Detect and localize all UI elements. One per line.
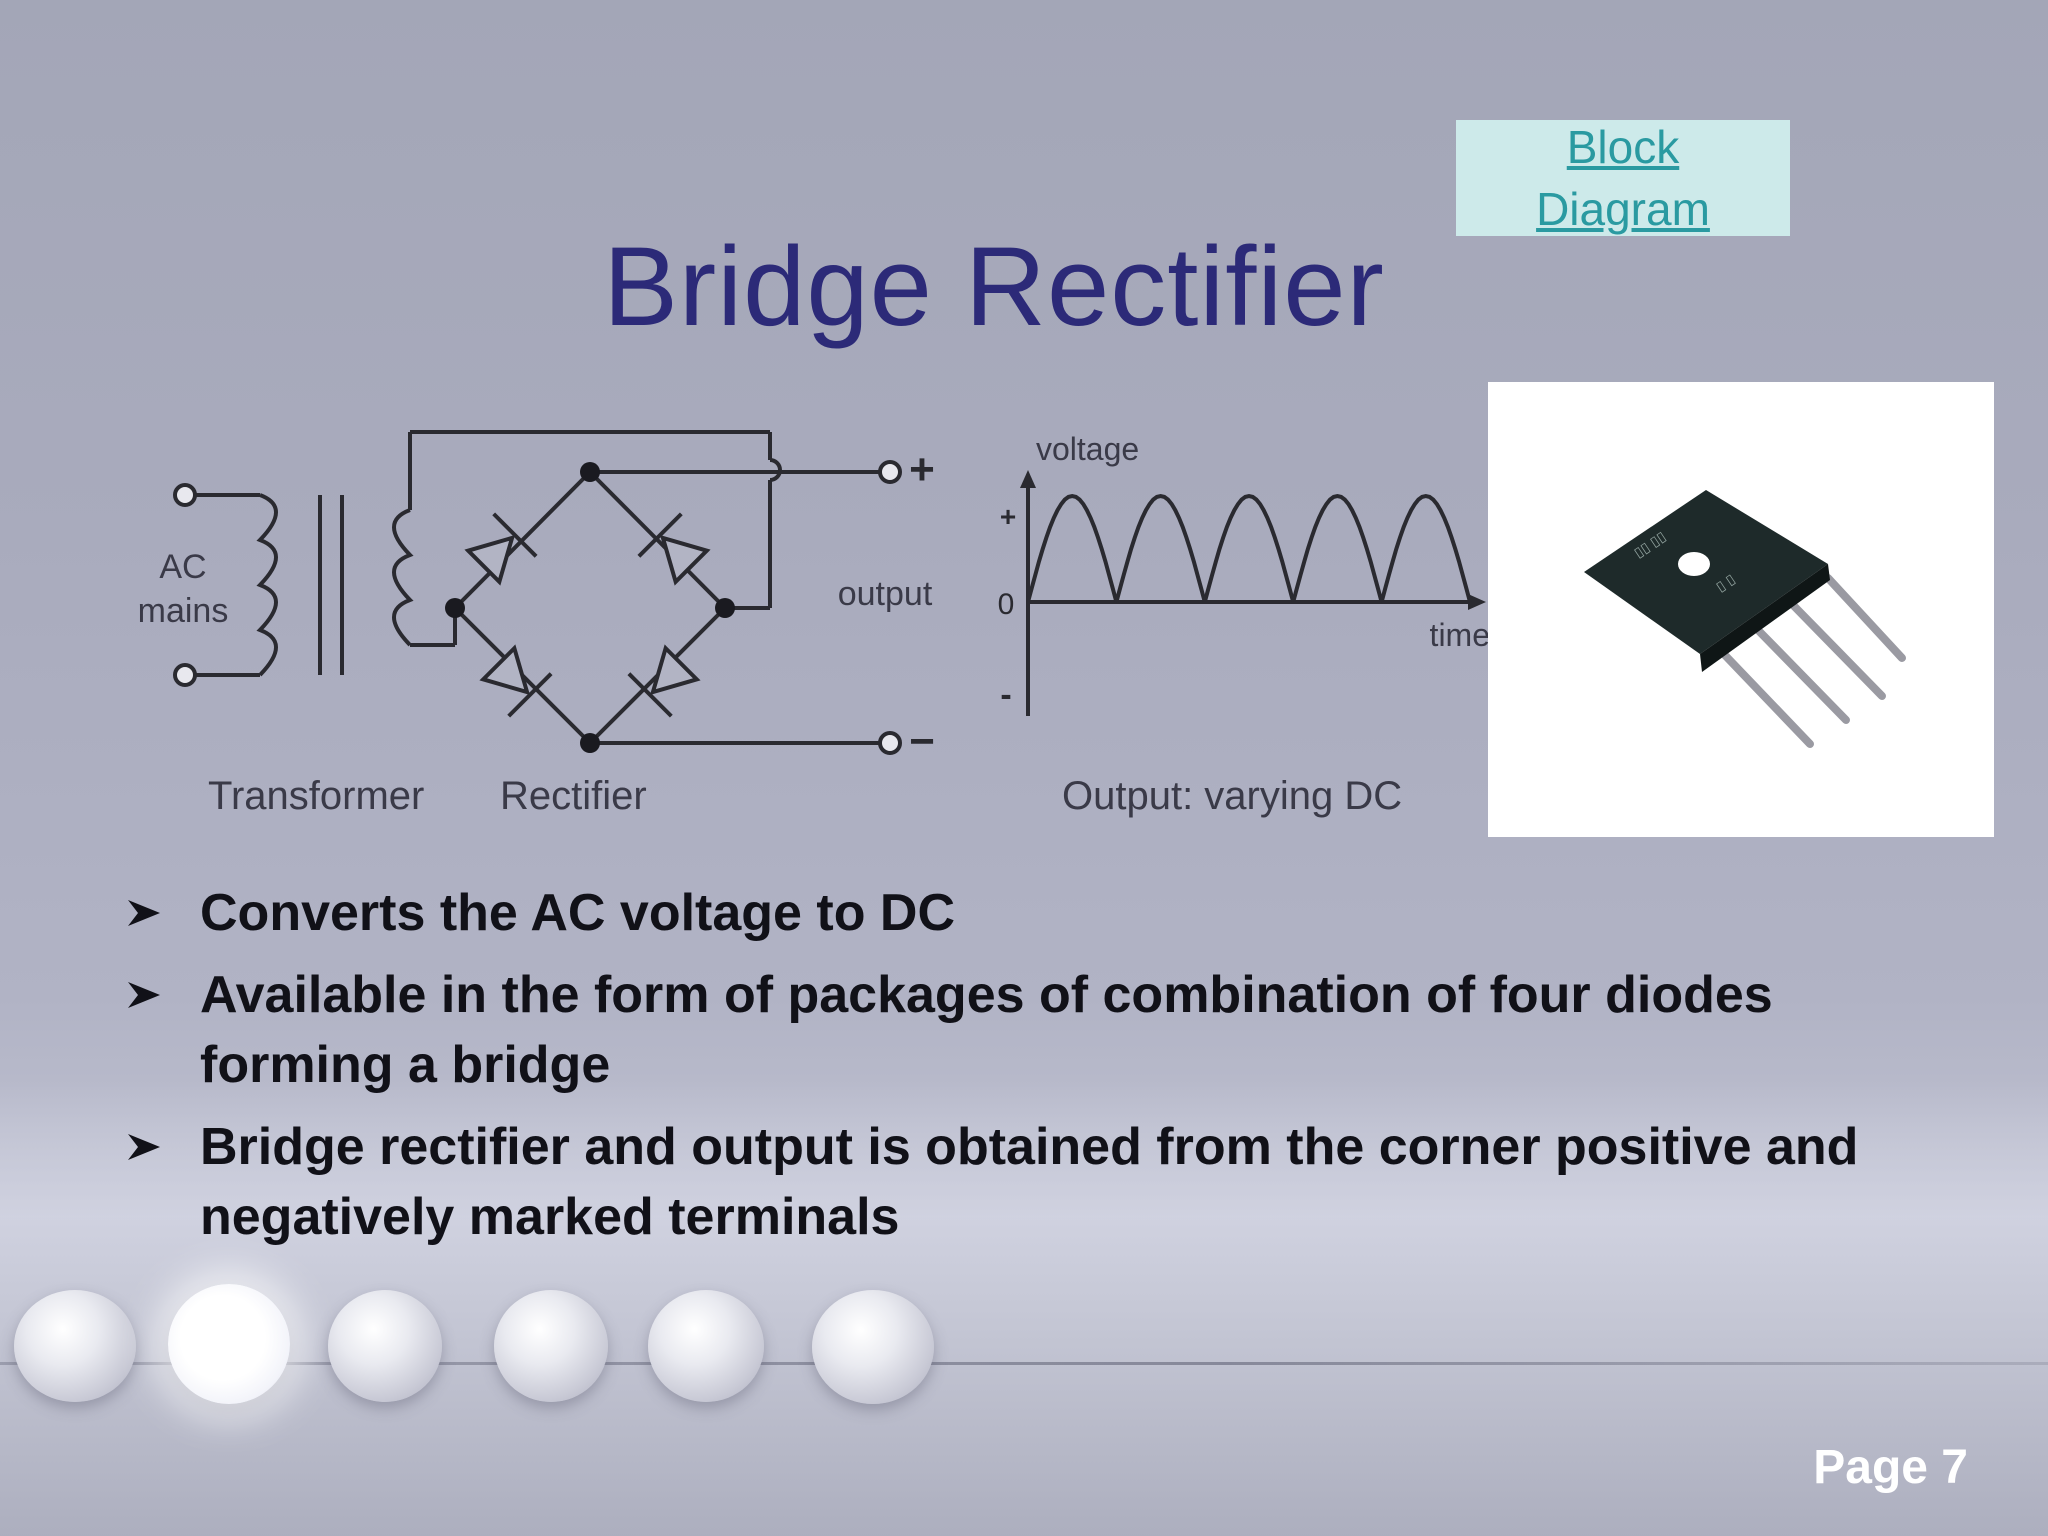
decor-sphere-4 xyxy=(494,1290,608,1402)
component-body-side xyxy=(1700,564,1830,672)
node-right xyxy=(715,598,735,618)
component-body xyxy=(1584,490,1828,654)
primary-coil xyxy=(256,493,278,677)
caption-rectifier: Rectifier xyxy=(500,774,647,818)
output-minus-sign: − xyxy=(909,717,935,766)
page-number-label: Page 7 xyxy=(1813,1441,1968,1494)
y-tick-plus: + xyxy=(1000,501,1016,532)
circuit-lines xyxy=(173,430,902,755)
node-bottom xyxy=(580,733,600,753)
diodes xyxy=(464,512,711,718)
component-leads xyxy=(1716,574,1906,748)
bridge-rectifier-component-image: ▯▯ ▯▯ ▯ ▯ xyxy=(1584,490,1906,748)
bullet-item-1: Converts the AC voltage to DC xyxy=(120,878,1940,948)
output-plus-sign: + xyxy=(909,445,935,494)
x-axis-arrowhead xyxy=(1468,594,1486,610)
decor-sphere-6 xyxy=(812,1290,934,1404)
decor-sphere-3 xyxy=(328,1290,442,1402)
bullet-text-2: Available in the form of packages of com… xyxy=(200,966,1773,1094)
y-tick-zero: 0 xyxy=(998,588,1015,621)
arrowhead-bullet-icon xyxy=(128,982,160,1008)
arrowhead-bullet-icon xyxy=(128,1134,160,1160)
caption-output-varying-dc: Output: varying DC xyxy=(1062,774,1403,818)
component-mounting-hole xyxy=(1678,552,1710,576)
bridge-rectifier-photo: ▯▯ ▯▯ ▯ ▯ xyxy=(1488,382,1994,837)
caption-transformer: Transformer xyxy=(208,774,425,818)
wave-hump xyxy=(1202,493,1296,603)
x-axis-label: time xyxy=(1430,617,1490,653)
ac-label-line1: AC xyxy=(159,548,206,586)
diode-upper-right xyxy=(637,512,711,586)
bullet-list: Converts the AC voltage to DC Available … xyxy=(120,878,1940,1264)
diode-lower-right xyxy=(627,644,701,718)
diode-upper-left xyxy=(464,512,538,586)
node-top xyxy=(580,462,600,482)
decor-sphere-1 xyxy=(14,1290,136,1402)
block-diagram-link-line2[interactable]: Diagram xyxy=(1536,183,1710,235)
bullet-item-3: Bridge rectifier and output is obtained … xyxy=(120,1112,1940,1252)
slide-title-text: Bridge Rectifier xyxy=(603,224,1385,349)
output-waveform-graph: voltage time + 0 - xyxy=(998,431,1490,716)
output-plus-terminal xyxy=(878,460,902,484)
y-axis-label: voltage xyxy=(1036,431,1139,467)
block-diagram-link-line1[interactable]: Block xyxy=(1566,121,1680,173)
bullet-item-2: Available in the form of packages of com… xyxy=(120,960,1940,1100)
arrowhead-bullet-icon xyxy=(128,900,160,926)
decor-sphere-5 xyxy=(648,1290,764,1402)
wave-hump xyxy=(1379,493,1472,603)
wave-hump xyxy=(1114,493,1207,603)
wave-hump xyxy=(1026,493,1119,603)
bullet-text-1: Converts the AC voltage to DC xyxy=(200,884,956,942)
slide-title: Bridge Rectifier xyxy=(0,222,2048,351)
output-label: output xyxy=(838,575,933,613)
ac-terminal-top xyxy=(173,483,197,507)
floor-horizon-line xyxy=(0,1362,2048,1365)
wave-hump xyxy=(1291,493,1384,603)
decor-sphere-glowing xyxy=(168,1284,290,1404)
secondary-coil xyxy=(392,508,414,647)
output-minus-terminal xyxy=(878,731,902,755)
bullet-text-3: Bridge rectifier and output is obtained … xyxy=(200,1118,1859,1246)
ac-terminal-bottom xyxy=(173,663,197,687)
y-tick-minus: - xyxy=(1000,676,1011,714)
rectified-wave-humps xyxy=(1026,493,1472,603)
diode-lower-left xyxy=(479,644,553,718)
ac-label-line2: mains xyxy=(138,592,229,630)
node-left xyxy=(445,598,465,618)
y-axis-arrowhead xyxy=(1020,470,1036,488)
bridge-rectifier-circuit-diagram: AC mains output + − xyxy=(138,430,935,766)
block-diagram-link-box[interactable]: Block Diagram xyxy=(1456,120,1790,236)
bridge-nodes xyxy=(445,462,735,753)
